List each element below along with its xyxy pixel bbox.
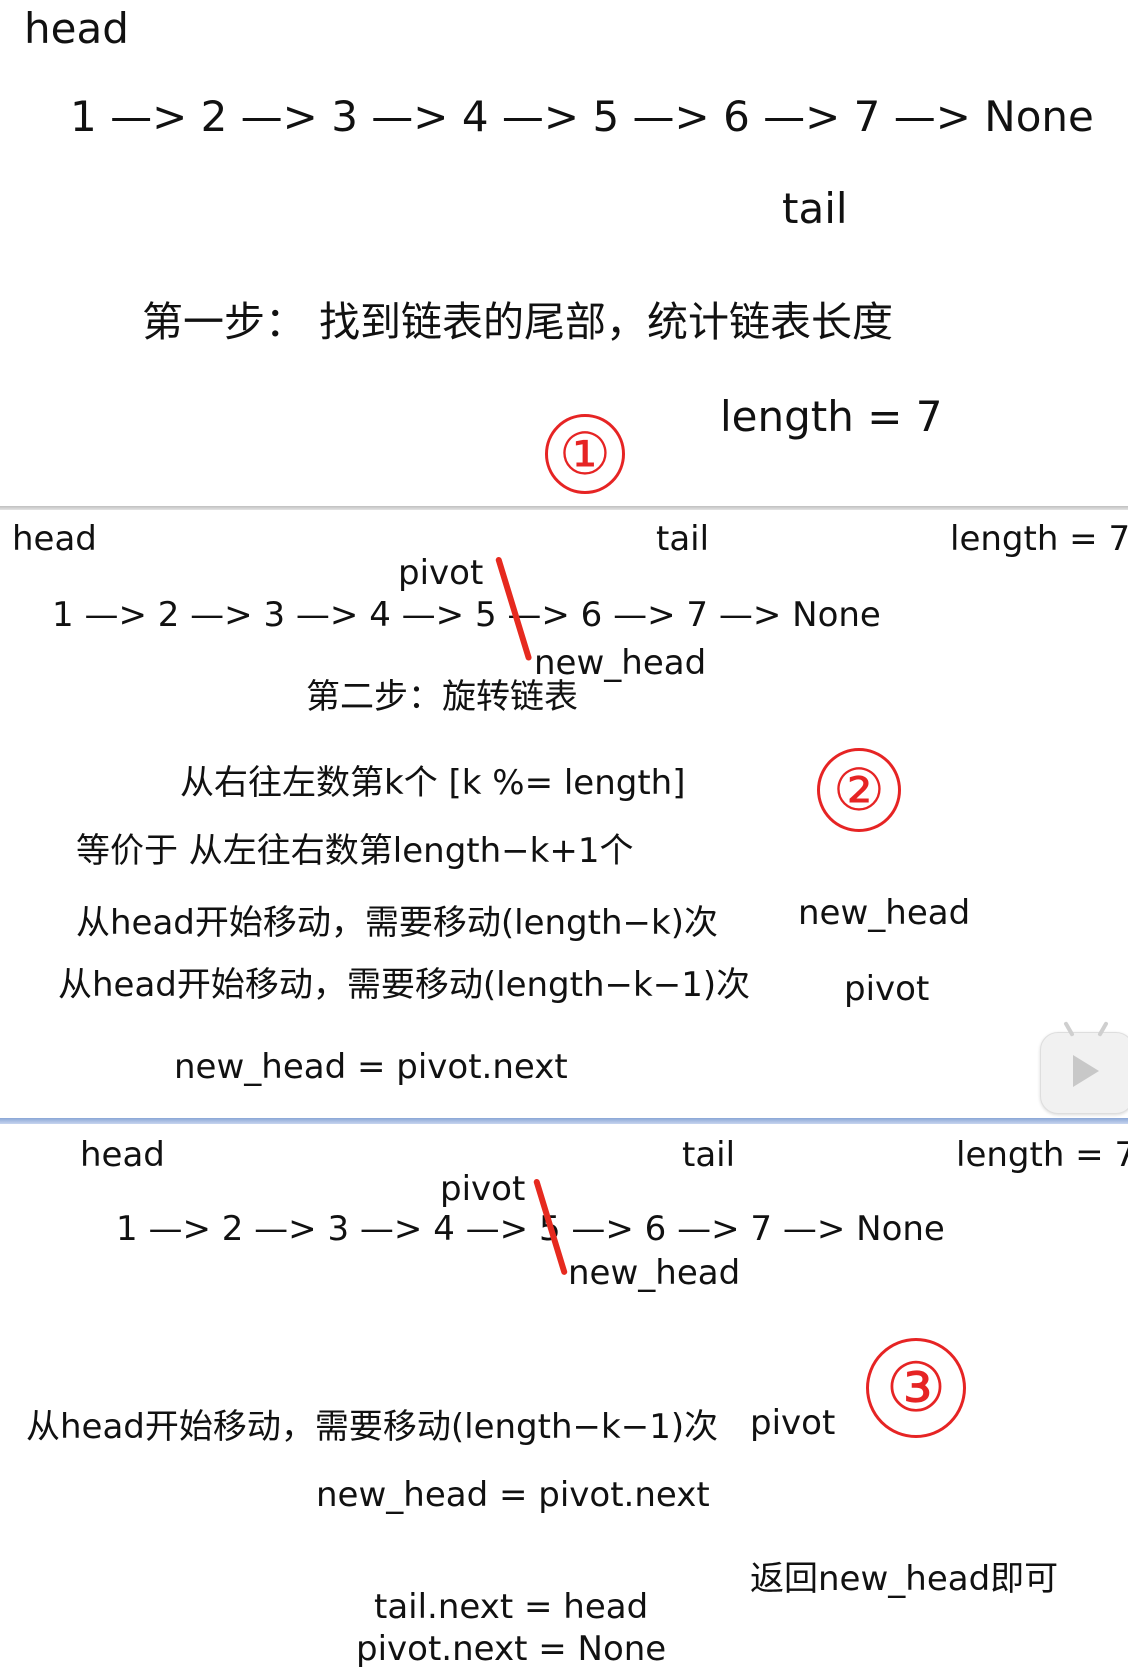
linked-list: 1 —> 2 —> 3 —> 4 —> 5 —> 6 —> 7 —> None bbox=[52, 595, 881, 635]
length-label: length = 7 bbox=[956, 1135, 1128, 1175]
assign-statement: new_head = pivot.next bbox=[316, 1475, 710, 1515]
step-title: 第二步：旋转链表 bbox=[306, 677, 578, 717]
assign-statement: new_head = pivot.next bbox=[174, 1047, 568, 1087]
new-head-label: new_head bbox=[534, 643, 707, 683]
linked-list: 1 —> 2 —> 3 —> 4 —> 5 —> 6 —> 7 —> None bbox=[116, 1209, 945, 1249]
step-three-panel: head tail length = 7 pivot 1 —> 2 —> 3 —… bbox=[0, 1124, 1128, 1670]
pivot-next-statement: pivot.next = None bbox=[356, 1629, 667, 1669]
explain-line-3: 从head开始移动，需要移动(length−k)次 bbox=[76, 903, 718, 943]
pivot-label: pivot bbox=[398, 553, 484, 593]
explain-line-2: 等价于 从左往右数第length−k+1个 bbox=[76, 831, 634, 871]
pivot-target: pivot bbox=[844, 969, 930, 1009]
video-button[interactable] bbox=[1040, 1021, 1128, 1114]
tail-label: tail bbox=[782, 184, 848, 233]
step-title: 第一步： 找到链表的尾部，统计链表长度 bbox=[142, 298, 894, 346]
tail-label: tail bbox=[656, 519, 710, 559]
head-label: head bbox=[12, 519, 97, 559]
step-two-panel: head tail length = 7 pivot 1 —> 2 —> 3 —… bbox=[0, 510, 1128, 1122]
play-icon bbox=[1073, 1055, 1099, 1087]
head-label: head bbox=[80, 1135, 165, 1175]
step-one-panel: head 1 —> 2 —> 3 —> 4 —> 5 —> 6 —> 7 —> … bbox=[0, 0, 1128, 508]
explain-line-1: 从head开始移动，需要移动(length−k−1)次 bbox=[26, 1407, 719, 1447]
return-note: 返回new_head即可 bbox=[750, 1559, 1059, 1599]
explain-line-1: 从右往左数第k个 [k %= length] bbox=[180, 763, 686, 803]
pivot-target: pivot bbox=[750, 1403, 836, 1443]
tail-next-statement: tail.next = head bbox=[374, 1587, 649, 1627]
pivot-label: pivot bbox=[440, 1169, 526, 1209]
length-label: length = 7 bbox=[950, 519, 1128, 559]
step-badge: ③ bbox=[866, 1338, 966, 1438]
tail-label: tail bbox=[682, 1135, 736, 1175]
new-head-label: new_head bbox=[568, 1253, 741, 1293]
panel-divider bbox=[0, 506, 1128, 511]
step-badge: ② bbox=[817, 748, 901, 832]
head-label: head bbox=[24, 4, 129, 53]
length-label: length = 7 bbox=[720, 392, 943, 441]
linked-list: 1 —> 2 —> 3 —> 4 —> 5 —> 6 —> 7 —> None bbox=[70, 92, 1094, 141]
new-head-target: new_head bbox=[798, 893, 971, 933]
panel-divider bbox=[0, 1118, 1128, 1124]
explain-line-4: 从head开始移动，需要移动(length−k−1)次 bbox=[58, 965, 751, 1005]
step-badge: ① bbox=[545, 414, 625, 494]
